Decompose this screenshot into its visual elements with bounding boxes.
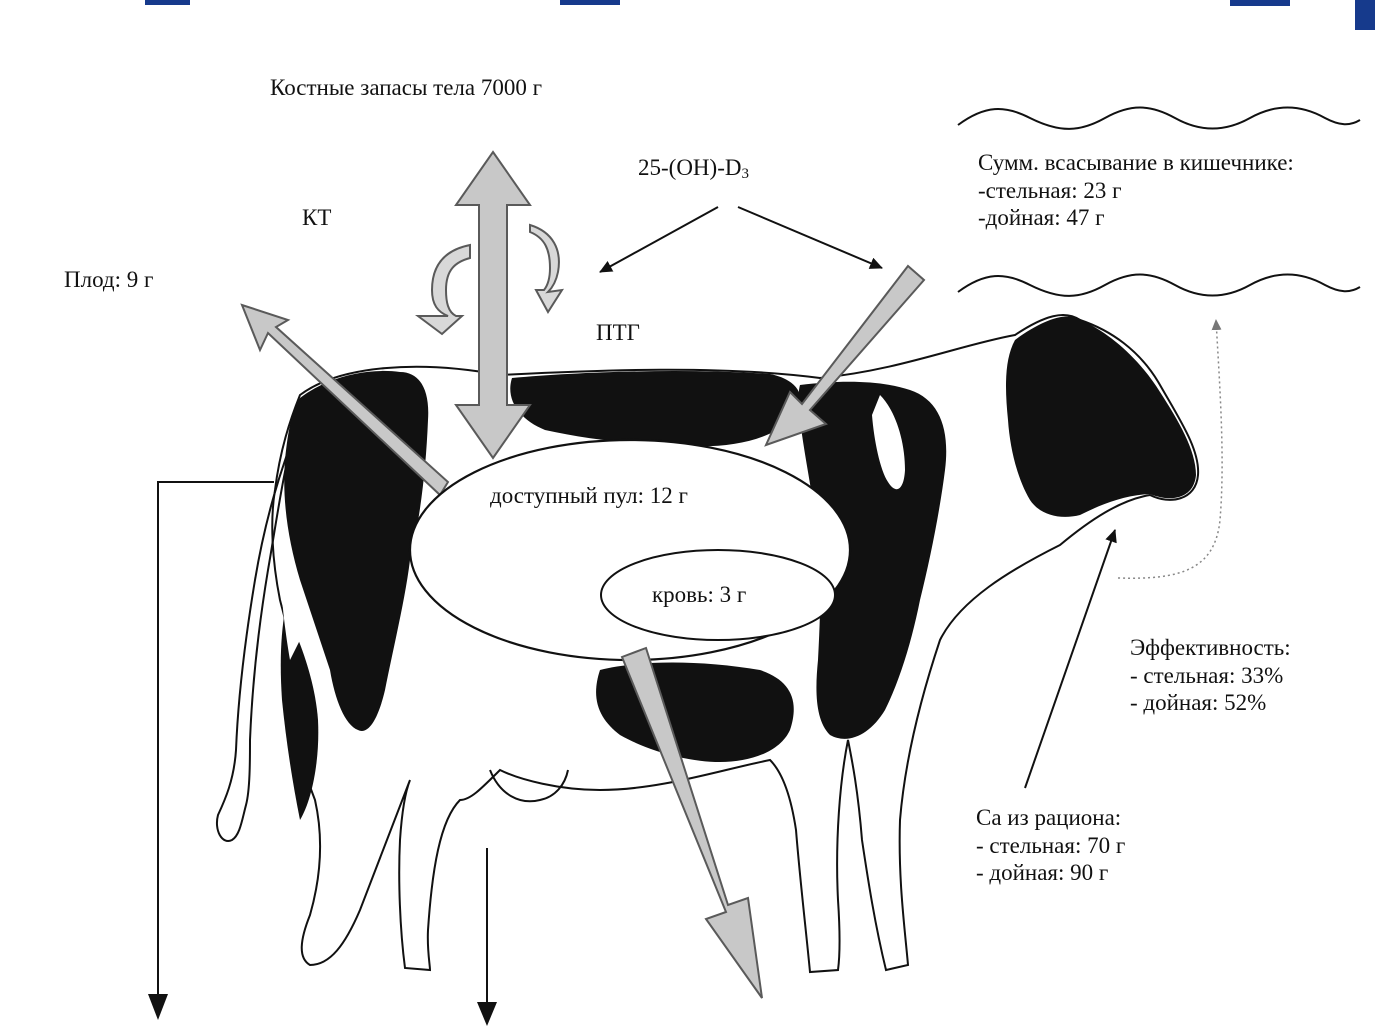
ptg-curved-arrow — [530, 225, 562, 312]
absorption-lactating: -дойная: 47 г — [978, 204, 1294, 232]
absorption-title: Сумм. всасывание в кишечнике: — [978, 149, 1294, 177]
blood-label: кровь: 3 г — [646, 577, 752, 613]
patch-rear-leg — [281, 610, 319, 820]
ptg-text: ПТГ — [596, 319, 640, 347]
kt-label: КТ — [296, 200, 337, 236]
udder-loss-head — [477, 1002, 497, 1026]
patch-head — [1006, 316, 1196, 516]
bone-reserves-text: Костные запасы тела 7000 г — [270, 74, 542, 102]
fetus-text: Плод: 9 г — [64, 266, 153, 294]
kt-text: КТ — [302, 204, 331, 232]
fetus-label: Плод: 9 г — [58, 262, 159, 298]
available-pool-text: доступный пул: 12 г — [490, 482, 688, 510]
diet-ca-lactating: - дойная: 90 г — [976, 859, 1125, 887]
patch-back — [510, 371, 800, 446]
absorption-pregnant: -стельная: 23 г — [978, 177, 1294, 205]
kt-curved-arrow — [418, 245, 470, 334]
bone-reserves-label: Костные запасы тела 7000 г — [258, 70, 554, 106]
vitamin-d-subscript: 3 — [741, 166, 749, 182]
diet-ca-pregnant: - стельная: 70 г — [976, 832, 1125, 860]
left-loss-head — [148, 994, 168, 1020]
intestine-wave-bottom — [958, 275, 1360, 296]
diet-ca-label: Са из рациона: - стельная: 70 г - дойная… — [970, 800, 1131, 891]
efficiency-title: Эффективность: — [1130, 634, 1291, 662]
vitamin-d-label: 25-(OH)-D3 — [632, 150, 755, 187]
header-fragment-3 — [1230, 0, 1290, 6]
intestine-wave-top — [958, 108, 1360, 129]
vitd-to-intestine-arrow — [738, 207, 882, 268]
vitamin-d-text: 25-(OH)-D — [638, 155, 741, 180]
efficiency-lactating: - дойная: 52% — [1130, 689, 1291, 717]
patch-belly — [596, 663, 794, 763]
diet-ca-title: Са из рациона: — [976, 804, 1125, 832]
header-fragment-1 — [145, 0, 190, 5]
efficiency-label: Эффективность: - стельная: 33% - дойная:… — [1124, 630, 1297, 721]
available-pool-label: доступный пул: 12 г — [484, 478, 694, 514]
header-fragment-4 — [1355, 0, 1375, 30]
absorption-label: Сумм. всасывание в кишечнике: -стельная:… — [972, 145, 1300, 236]
ptg-label: ПТГ — [590, 315, 646, 351]
blood-text: кровь: 3 г — [652, 581, 746, 609]
header-strip — [0, 0, 1375, 30]
vitd-to-ptg-arrow — [600, 207, 718, 272]
bone-exchange-arrow — [456, 152, 530, 458]
efficiency-pregnant: - стельная: 33% — [1130, 662, 1291, 690]
header-fragment-2 — [560, 0, 620, 5]
left-loss-line — [158, 482, 274, 1010]
diet-to-intestine-arrow — [1025, 530, 1115, 788]
